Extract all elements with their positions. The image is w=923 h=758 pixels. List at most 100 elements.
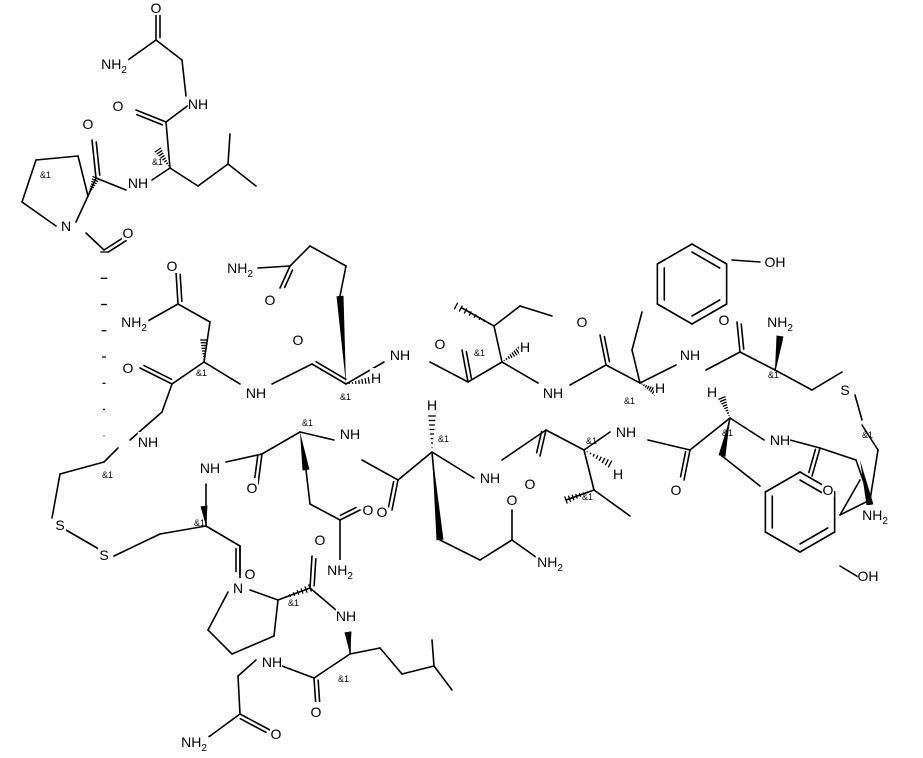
oxygen-label-1: O — [719, 312, 730, 328]
bond-172 — [309, 555, 313, 589]
bond-136 — [431, 451, 475, 479]
hash-bond-108-8 — [718, 395, 726, 401]
hash-bond-77-3 — [89, 188, 93, 191]
atom-label-bg — [535, 552, 565, 569]
bond-13 — [691, 303, 728, 325]
atom-label-bg — [179, 732, 209, 749]
amide-nh-label-24: NH — [128, 175, 148, 191]
wedge-bond-160 — [200, 505, 208, 526]
bond-150 — [305, 469, 311, 505]
atom-label-bg — [291, 330, 305, 347]
atom-label-bg — [611, 464, 625, 481]
bond-29 — [461, 307, 495, 327]
atom-label-bg — [53, 515, 67, 532]
amide-nh-label-36: NH — [616, 424, 636, 440]
stereo-tag: &1 — [624, 396, 635, 406]
bond-141 — [479, 539, 513, 561]
atom-label-bg — [765, 312, 795, 329]
atom-label-bg — [225, 258, 255, 275]
bond-68 — [85, 232, 105, 251]
atom-label-bg — [857, 566, 879, 583]
atom-label-bg — [121, 358, 135, 375]
bond-103 — [819, 447, 857, 461]
bond-78 — [95, 177, 127, 191]
nitrogen-label-22: N — [61, 218, 71, 234]
bond-87 — [165, 121, 171, 169]
oxygen-label-35: O — [671, 482, 682, 498]
hash-bond-131-6 — [571, 494, 575, 501]
bond-123 — [683, 449, 691, 481]
amide-nh2-label-46: NH2 — [327, 562, 353, 582]
bond-157 — [253, 455, 259, 482]
bond-79 — [91, 139, 97, 179]
amide-nh2-label-56: NH2 — [181, 734, 207, 754]
oxygen-label-47: O — [247, 480, 258, 496]
bond-132 — [545, 429, 585, 451]
bond-98 — [854, 394, 863, 421]
atom-label-bg — [137, 432, 159, 449]
bond-43 — [279, 265, 291, 289]
hash-bond-32-6 — [463, 308, 468, 314]
stereo-tag: &1 — [582, 492, 593, 502]
nitrogen-label-50: N — [233, 580, 243, 596]
hash-bond-171-4 — [292, 591, 296, 597]
amide-nh-label-39: NH — [480, 470, 500, 486]
oxygen-label-53: O — [311, 704, 322, 720]
bond-91 — [181, 59, 187, 97]
bond-81 — [151, 167, 171, 181]
bond-30 — [493, 305, 521, 327]
atom-label-bg — [523, 474, 537, 491]
bond-47 — [315, 361, 347, 381]
amide-nh-label-26: NH — [188, 96, 208, 112]
hash-bond-10-5 — [648, 386, 652, 392]
bond-151 — [309, 503, 341, 521]
hash-bond-27-2 — [505, 357, 508, 361]
stereo-tag: &1 — [194, 518, 205, 528]
atom-label-bg — [119, 312, 149, 329]
hash-bond-10-6 — [650, 386, 654, 393]
atom-label-bg — [575, 312, 589, 329]
hash-bond-38-4 — [358, 380, 360, 384]
bond-23 — [599, 334, 607, 366]
hash-bond-108-3 — [725, 409, 729, 412]
hash-bond-131-7 — [567, 495, 572, 503]
hydrogen-label-3: H — [655, 380, 665, 396]
atom-label-bg — [263, 290, 277, 307]
atom-label-bg — [245, 383, 267, 400]
hash-bond-27-4 — [509, 354, 513, 358]
atom-label-bg — [769, 430, 791, 447]
bond-19 — [691, 299, 721, 317]
atom-label-bg — [518, 337, 532, 354]
hash-bond-108-2 — [726, 412, 730, 414]
bond-5 — [705, 351, 741, 371]
bond-75 — [75, 195, 89, 223]
bond-135 — [501, 429, 547, 461]
atom-label-bg — [111, 96, 125, 113]
bond-41 — [309, 245, 347, 267]
bond-83 — [169, 167, 199, 187]
bond-174 — [309, 587, 337, 611]
bond-128 — [583, 449, 595, 491]
wedge-bond-149 — [300, 432, 310, 471]
hash-bond-77-4 — [89, 185, 95, 189]
hash-bond-171-3 — [288, 593, 292, 598]
hash-bond-82-8 — [154, 147, 162, 153]
hash-bond-108-4 — [723, 406, 729, 410]
hash-bond-32-7 — [458, 305, 463, 312]
stereo-tag: &1 — [768, 370, 779, 380]
bond-67 — [159, 525, 207, 535]
bond-124 — [679, 450, 687, 478]
atom-label-bg — [261, 652, 283, 669]
oxygen-label-38: O — [525, 476, 536, 492]
stereo-tag: &1 — [40, 170, 51, 180]
stereo-tag: &1 — [586, 436, 597, 446]
hash-bond-27-6 — [513, 350, 518, 356]
bond-105 — [808, 448, 817, 474]
bond-111 — [721, 455, 761, 487]
atom-label-bg — [860, 505, 890, 522]
hash-bond-82-2 — [165, 162, 169, 165]
hash-bond-82-4 — [162, 157, 166, 161]
atom-label-bg — [375, 502, 389, 519]
bond-166 — [207, 629, 233, 655]
bond-2 — [774, 369, 813, 391]
